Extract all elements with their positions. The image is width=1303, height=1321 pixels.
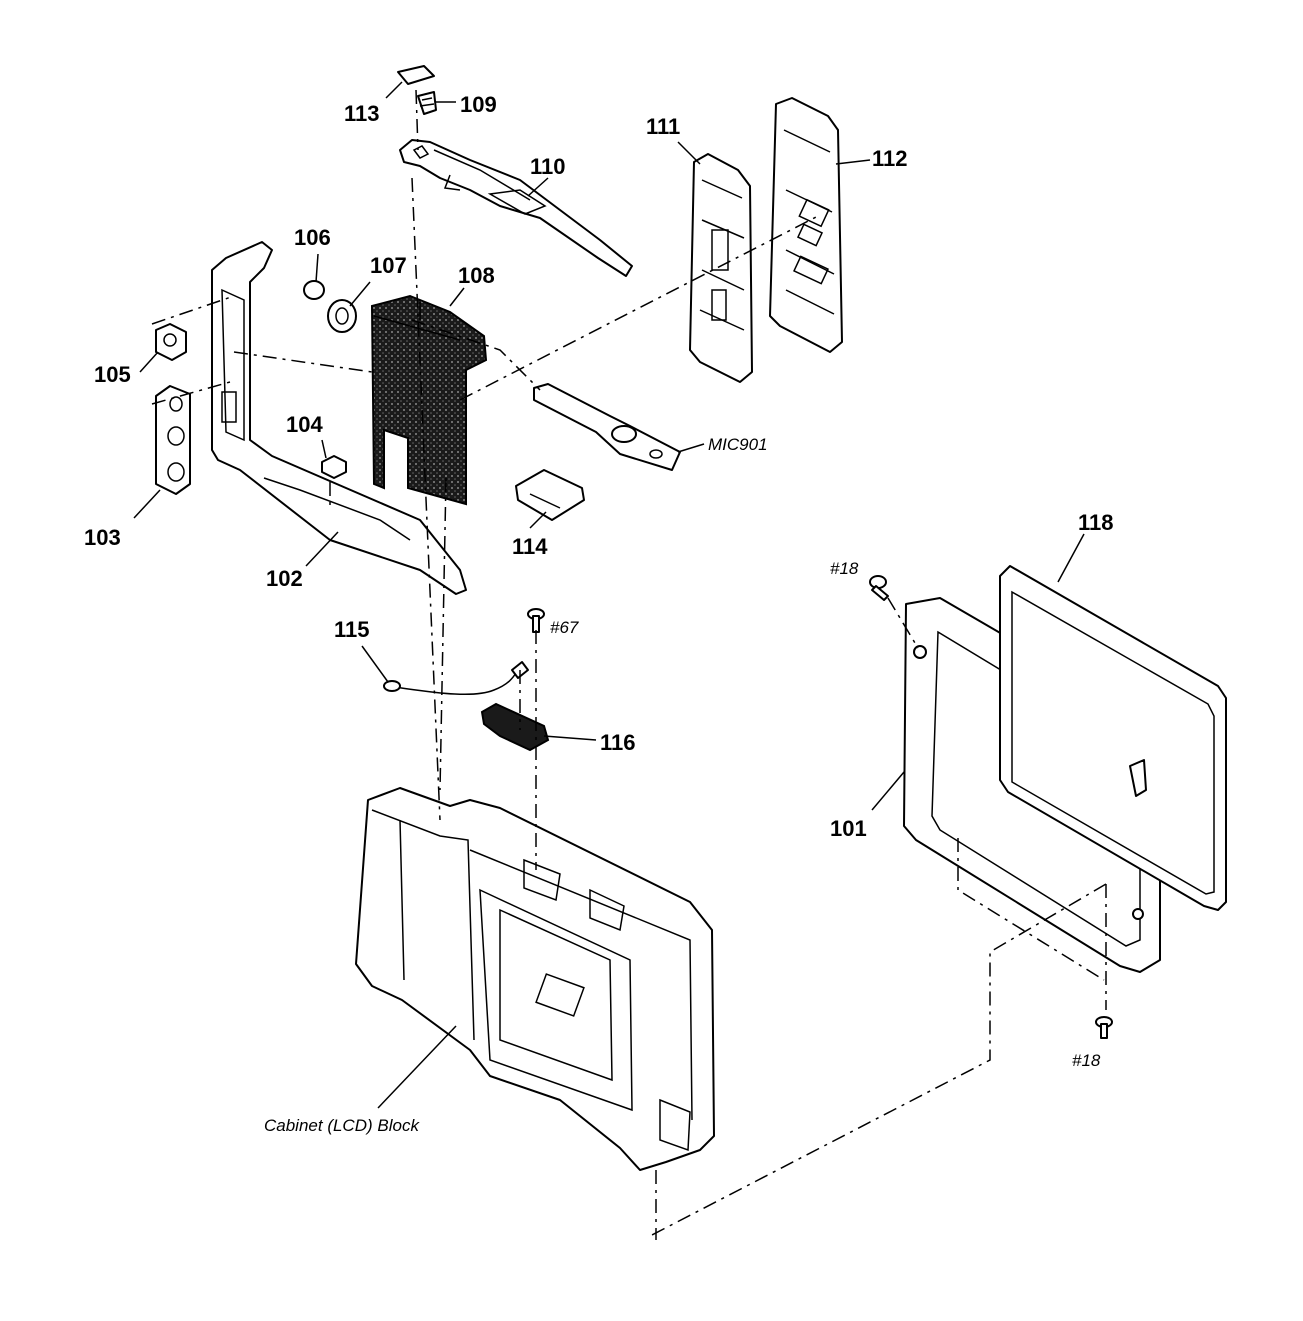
label-screw-18-bottom: #18 (1072, 1051, 1101, 1070)
part-labels: 113 109 110 111 112 106 107 108 105 104 … (84, 92, 1114, 1135)
label-mic901: MIC901 (708, 435, 768, 454)
label-110: 110 (530, 154, 566, 179)
part-105-button (155, 323, 187, 361)
part-104-block (321, 455, 347, 479)
label-cabinet-lcd-block: Cabinet (LCD) Block (264, 1116, 420, 1135)
label-112: 112 (872, 146, 908, 171)
part-106-disc (303, 280, 325, 300)
label-102: 102 (266, 566, 303, 591)
label-109: 109 (460, 92, 497, 117)
label-106: 106 (294, 225, 331, 250)
screw-67 (527, 608, 545, 633)
label-103: 103 (84, 525, 121, 550)
part-114-sheet (515, 469, 585, 521)
label-111: 111 (646, 114, 680, 139)
part-118-lcd-panel (999, 565, 1227, 911)
part-111-frame (689, 153, 753, 383)
label-107: 107 (370, 253, 407, 278)
label-105: 105 (94, 362, 131, 387)
label-screw-18-top: #18 (830, 559, 859, 578)
mic901-flex (533, 383, 681, 471)
part-102-side-frame (211, 241, 467, 595)
label-104: 104 (286, 412, 323, 437)
label-115: 115 (334, 617, 370, 642)
label-114: 114 (512, 534, 548, 559)
label-101: 101 (830, 816, 867, 841)
label-screw-67: #67 (550, 618, 579, 637)
part-115-wire (383, 661, 529, 695)
label-108: 108 (458, 263, 495, 288)
part-109-clip (417, 91, 437, 115)
cabinet-lcd-block (355, 787, 715, 1171)
part-112-frame (769, 97, 843, 353)
label-113: 113 (344, 101, 380, 126)
assembly-lines (151, 89, 1107, 1240)
part-113-sheet (397, 65, 435, 85)
label-116: 116 (600, 730, 636, 755)
part-108-textured-sheet (370, 294, 488, 506)
screw-18-bottom (1095, 1016, 1113, 1039)
part-116-board (480, 702, 550, 752)
part-103-button-strip (155, 385, 191, 495)
part-110-bracket (399, 139, 633, 277)
leader-lines (133, 81, 1085, 1109)
label-118: 118 (1078, 510, 1114, 535)
screw-18-top (869, 575, 889, 601)
part-107-ring (327, 299, 357, 333)
